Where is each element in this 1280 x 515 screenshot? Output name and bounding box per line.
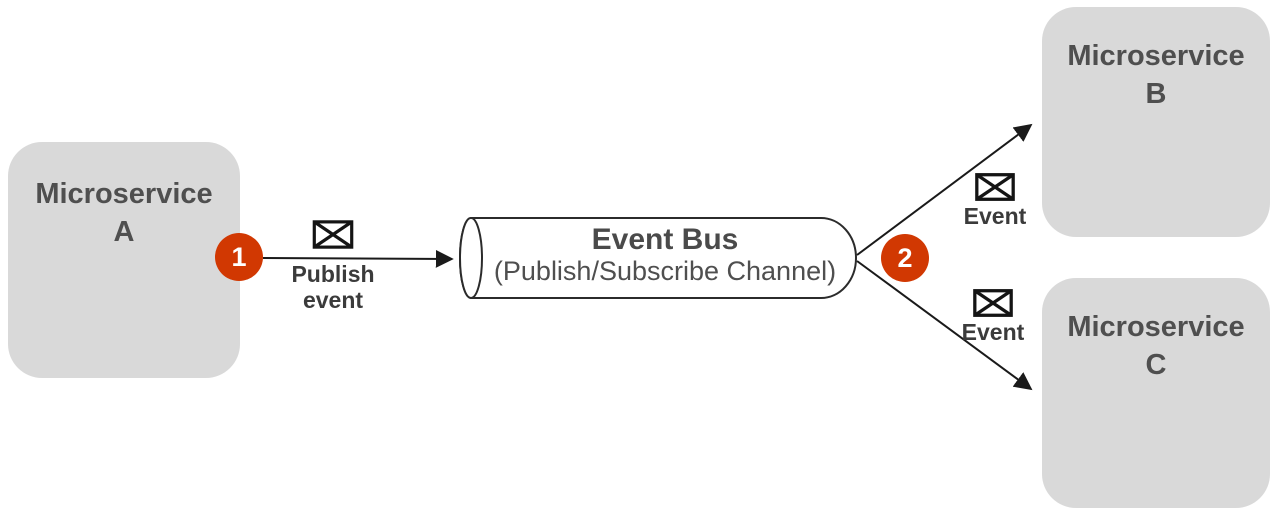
event-bus-title: Event Bus (591, 223, 739, 256)
arrow-publish (262, 249, 454, 268)
step-badge-1: 1 (215, 233, 263, 281)
node-microservice-c: Microservice C (1042, 278, 1270, 508)
event-label-b: Event (963, 203, 1027, 229)
arrow-to-b (856, 123, 1033, 256)
event-label-c: Event (961, 319, 1025, 345)
envelope-icon (973, 289, 1013, 317)
publish-event-label: Publish event (291, 261, 375, 313)
node-label: Microservice (1067, 311, 1245, 343)
event-bus-label: Event Bus (Publish/Subscribe Channel) (482, 223, 848, 287)
node-label: Microservice (35, 178, 213, 210)
node-microservice-a: Microservice A (8, 142, 240, 378)
node-label-id: C (1145, 349, 1167, 381)
arrow-to-c (856, 260, 1033, 391)
event-bus-cylinder-cap (459, 217, 483, 299)
node-microservice-b: Microservice B (1042, 7, 1270, 237)
node-label: Microservice (1067, 40, 1245, 72)
step-badge-2: 2 (881, 234, 929, 282)
envelope-icon (975, 173, 1015, 201)
node-label-id: B (1145, 78, 1167, 110)
event-bus-subtitle: (Publish/Subscribe Channel) (493, 256, 837, 286)
envelope-icon (312, 220, 354, 249)
node-label-id: A (113, 216, 135, 248)
